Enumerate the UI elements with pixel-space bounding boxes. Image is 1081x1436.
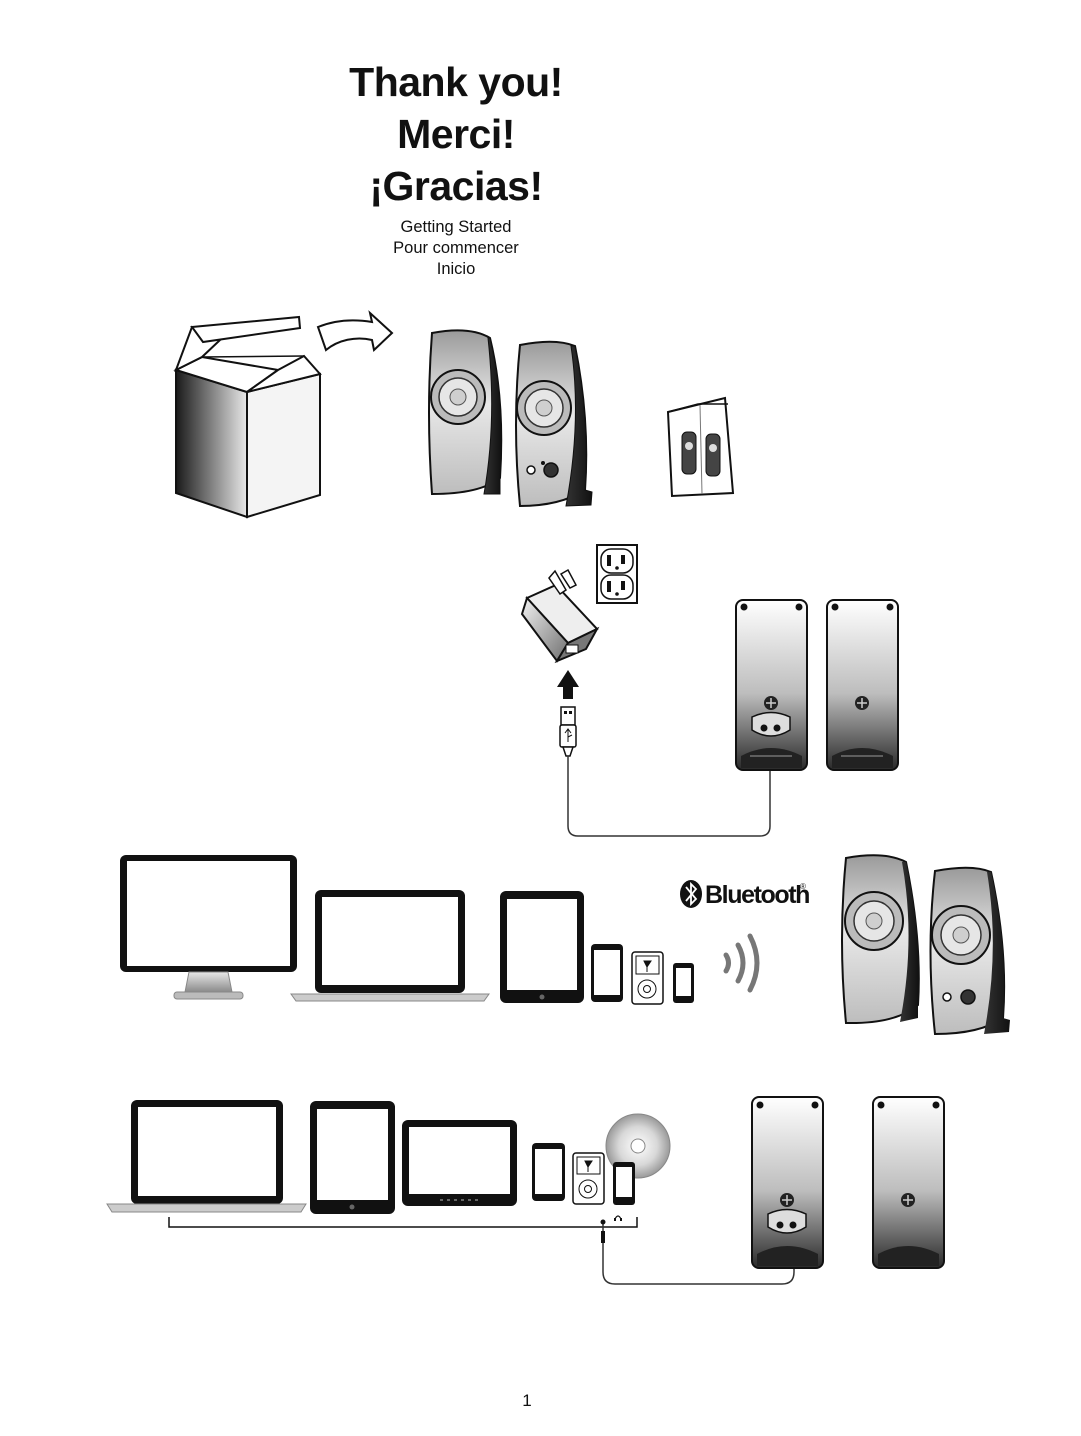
- registered-mark: ®: [800, 882, 806, 891]
- smartphone-icon: [673, 963, 694, 1003]
- tablet-icon: [500, 891, 584, 1003]
- laptop-icon: [291, 890, 489, 1001]
- box-icon: [176, 317, 320, 517]
- media-player-icon: [573, 1153, 604, 1204]
- headphone-jack-icon: [614, 1216, 622, 1221]
- tablet-icon: [402, 1120, 517, 1206]
- power-adapter-icon: [522, 570, 597, 661]
- wall-outlet-icon: [597, 545, 637, 603]
- speaker-back-icon: [827, 600, 898, 770]
- media-player-icon: [632, 952, 663, 1004]
- speaker-back-icon: [736, 600, 807, 770]
- tablet-icon: [310, 1101, 395, 1214]
- manual-icon: [668, 398, 733, 496]
- speaker-back-icon: [873, 1097, 944, 1268]
- upward-arrow-icon: [557, 670, 579, 699]
- speaker-icon: [842, 855, 919, 1023]
- bluetooth-label: Bluetooth: [705, 881, 809, 909]
- speaker-icon: [931, 868, 1011, 1034]
- smartphone-icon: [613, 1162, 635, 1205]
- laptop-icon: [107, 1100, 306, 1212]
- device-bracket: [169, 1217, 637, 1227]
- speaker-back-icon: [752, 1097, 823, 1268]
- arrow-icon: [318, 313, 392, 350]
- page-number: 1: [512, 1391, 542, 1411]
- usb-plug-icon: [560, 707, 576, 756]
- smartphone-icon: [591, 944, 623, 1002]
- wireless-waves-icon: [726, 936, 757, 990]
- smartphone-icon: [532, 1143, 565, 1201]
- speaker-icon: [429, 330, 501, 494]
- monitor-icon: [120, 855, 297, 999]
- speaker-icon: [516, 342, 592, 506]
- bluetooth-icon: [680, 880, 702, 908]
